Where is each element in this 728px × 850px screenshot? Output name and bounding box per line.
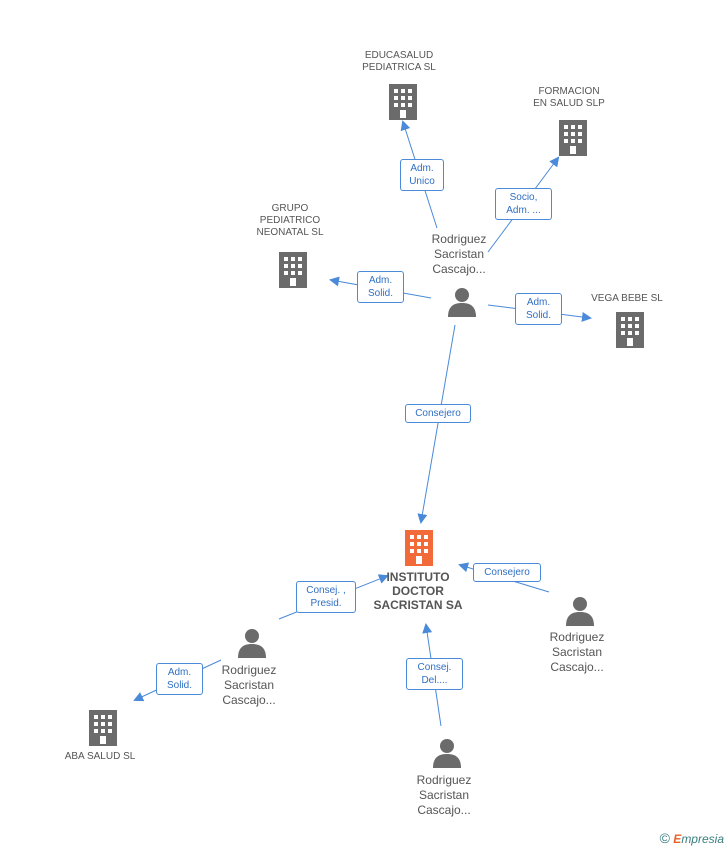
person-top-label[interactable]: Rodriguez Sacristan Cascajo... (431, 232, 487, 276)
empresia-watermark: © Empresia (660, 830, 724, 846)
person-left-icon[interactable] (238, 629, 266, 658)
company-educasalud-label[interactable]: EDUCASALUD PEDIATRICA SL (362, 50, 436, 73)
person-right-label[interactable]: Rodriguez Sacristan Cascajo... (549, 630, 605, 674)
company-educasalud-icon[interactable] (387, 84, 419, 120)
edge-top-center (417, 324, 456, 524)
company-vega-icon[interactable] (614, 312, 646, 348)
edge-label-grupo[interactable]: Adm. Solid. (357, 271, 404, 303)
edge-label-vega[interactable]: Adm. Solid. (515, 293, 562, 325)
copyright-icon: © (659, 830, 670, 846)
person-left-label[interactable]: Rodriguez Sacristan Cascajo... (221, 663, 277, 707)
company-grupo-icon[interactable] (277, 252, 309, 288)
person-right-icon[interactable] (566, 597, 594, 626)
company-center-icon[interactable] (403, 530, 435, 566)
company-formacion-icon[interactable] (557, 120, 589, 156)
person-bottom-label[interactable]: Rodriguez Sacristan Cascajo... (416, 773, 472, 817)
company-formacion-label[interactable]: FORMACION EN SALUD SLP (533, 86, 605, 109)
edge-label-right-center[interactable]: Consejero (473, 563, 541, 582)
brand-name: mpresia (681, 832, 724, 846)
edge-label-left-center[interactable]: Consej. , Presid. (296, 581, 356, 613)
edge-label-top-center[interactable]: Consejero (405, 404, 471, 423)
company-center-label[interactable]: INSTITUTO DOCTOR SACRISTAN SA (373, 570, 463, 612)
edge-label-bottom-center[interactable]: Consej. Del.... (406, 658, 463, 690)
company-aba-icon[interactable] (87, 710, 119, 746)
edge-label-educasalud[interactable]: Adm. Unico (400, 159, 444, 191)
brand-initial: E (673, 832, 682, 846)
company-aba-label[interactable]: ABA SALUD SL (64, 751, 136, 762)
person-bottom-icon[interactable] (433, 739, 461, 768)
company-grupo-label[interactable]: GRUPO PEDIATRICO NEONATAL SL (256, 203, 324, 238)
edge-label-aba[interactable]: Adm. Solid. (156, 663, 203, 695)
edge-label-formacion[interactable]: Socio, Adm. ... (495, 188, 552, 220)
company-vega-label[interactable]: VEGA BEBE SL (591, 293, 663, 304)
person-top-icon[interactable] (448, 288, 476, 317)
